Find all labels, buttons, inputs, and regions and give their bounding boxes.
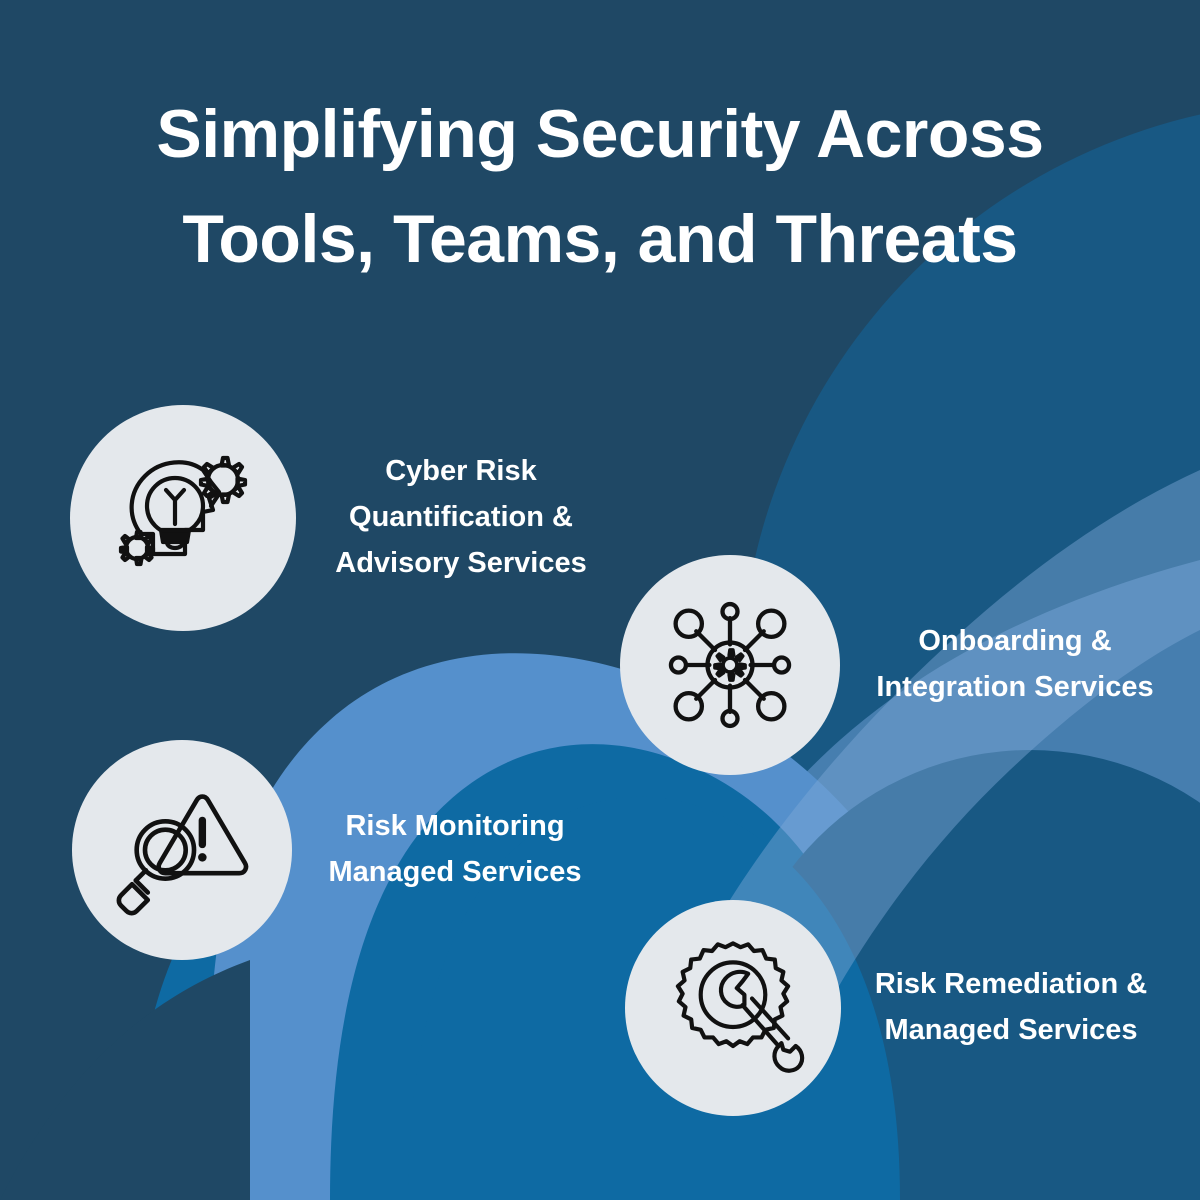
magnifier-warning-icon	[116, 794, 249, 916]
service-icon-circle	[72, 740, 292, 960]
gear-wrench-icon	[675, 941, 805, 1073]
service-label: Cyber Risk Quantification & Advisory Ser…	[335, 455, 587, 579]
service-icon-circle	[70, 405, 296, 631]
service-item-risk-remediation[interactable]: Risk Remediation & Managed Services	[625, 900, 1161, 1116]
service-item-onboarding-integration[interactable]: Onboarding & Integration Services	[620, 555, 1170, 775]
page-title: Simplifying Security Across Tools, Teams…	[156, 96, 1044, 278]
service-label: Onboarding & Integration Services	[876, 625, 1154, 703]
bg-corner-navy-bottom-left	[0, 960, 250, 1200]
bg-arc-light-crescent	[212, 653, 980, 1200]
service-label: Risk Monitoring Managed Services	[328, 810, 582, 888]
head-lightbulb-gears-icon	[118, 455, 248, 567]
service-icon-circle	[625, 900, 841, 1116]
service-icon-circle	[620, 555, 840, 775]
service-item-cyber-risk-quantification[interactable]: Cyber Risk Quantification & Advisory Ser…	[70, 405, 606, 631]
network-hub-gear-icon	[668, 601, 792, 729]
service-label: Risk Remediation & Managed Services	[874, 968, 1148, 1046]
service-item-risk-monitoring[interactable]: Risk Monitoring Managed Services	[72, 740, 600, 960]
